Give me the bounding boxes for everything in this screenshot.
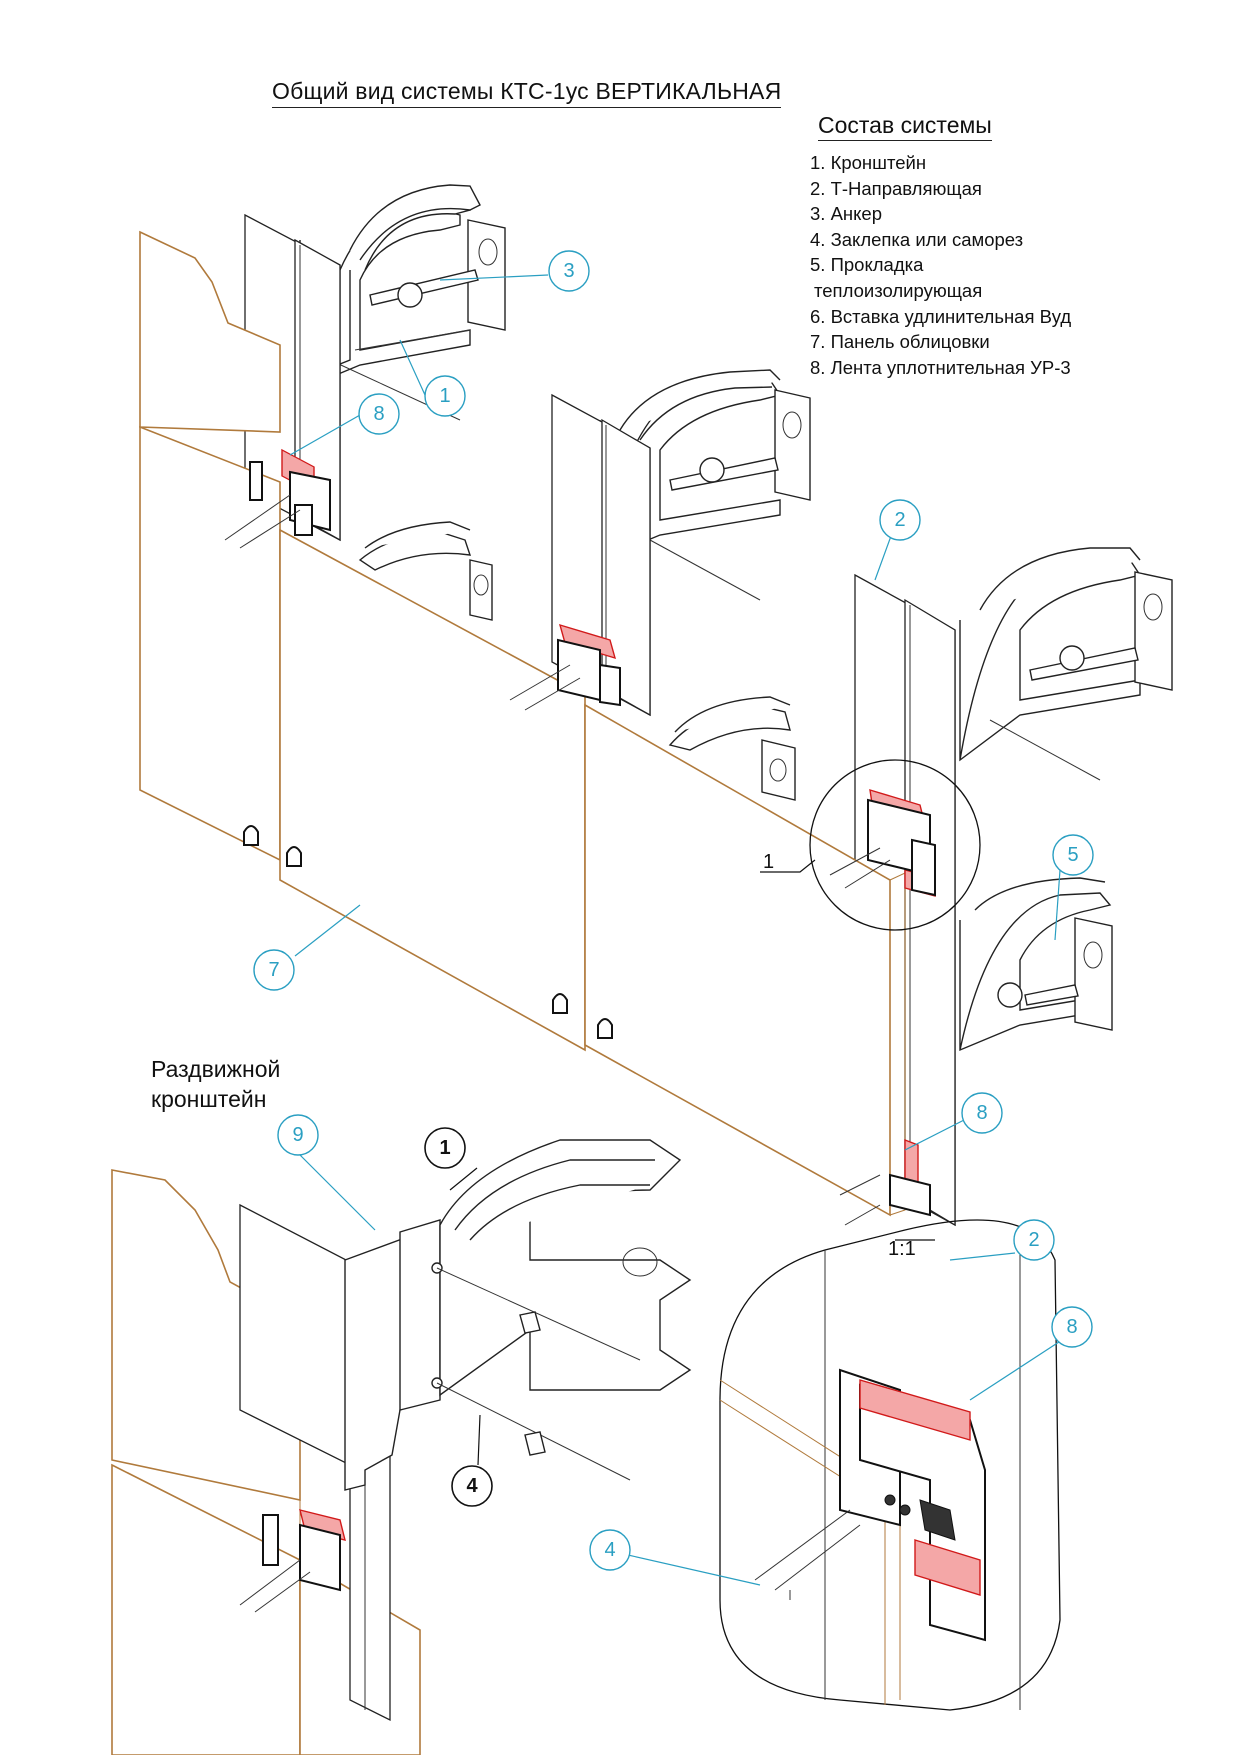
detail-1to1 (719, 1219, 1061, 1711)
callout-4-bold: 4 (451, 1465, 493, 1507)
callout-9: 9 (277, 1114, 319, 1156)
legend-item: 7. Панель облицовки (810, 331, 990, 353)
drawing-title: Общий вид системы КТС-1ус ВЕРТИКАЛЬНАЯ (272, 78, 782, 108)
callout-2: 2 (1013, 1219, 1055, 1261)
sliding-bracket-label-line: Раздвижной (151, 1056, 281, 1082)
bracket-upper-left (299, 184, 506, 421)
legend-item: 8. Лента уплотнительная УР-3 (810, 356, 1071, 378)
sliding-bracket (344, 1139, 692, 1491)
bracket-right-lower (959, 877, 1113, 1052)
callout-8: 8 (358, 393, 400, 435)
callout-4-bold-text: 4 (466, 1475, 478, 1497)
legend-item: теплоизолирующая (814, 279, 983, 301)
legend-item: 2. Т-Направляющая (810, 177, 982, 199)
callout-1-text: 1 (439, 385, 450, 407)
callout-9-text: 9 (292, 1124, 303, 1146)
panel-right (584, 703, 906, 1217)
sliding-bracket-label-line: кронштейн (151, 1086, 267, 1112)
panel-upper-left (139, 230, 281, 433)
callout-2: 2 (879, 499, 921, 541)
detail-scale-label: 1:1 (888, 1238, 916, 1260)
callout-7: 7 (253, 949, 295, 991)
panel-center (279, 528, 586, 1052)
node-left (224, 448, 331, 549)
callout-1: 1 (424, 375, 466, 417)
callout-1-bold-text: 1 (439, 1137, 450, 1159)
lower-node (239, 1509, 346, 1613)
callout-3-text: 3 (563, 260, 574, 282)
callout-1-bold: 1 (424, 1127, 466, 1169)
legend-item: 3. Анкер (810, 203, 883, 225)
bracket-mid-middle (668, 696, 796, 801)
sliding-bracket-label: Раздвижной кронштейн (151, 1054, 280, 1114)
legend-item: 1. Кронштейн (810, 152, 927, 173)
legend-item: 5. Прокладка (810, 254, 924, 276)
node-right-bottom (839, 1138, 931, 1226)
callout-7-text: 7 (268, 959, 279, 981)
callout-8: 8 (1051, 1306, 1093, 1348)
node-middle (509, 623, 621, 711)
callout-3: 3 (548, 250, 590, 292)
callout-8-text: 8 (373, 403, 384, 425)
node-right-detail1 (829, 789, 936, 897)
legend-title: Состав системы (818, 112, 992, 141)
callout-4-text: 4 (604, 1539, 615, 1561)
callout-2-text: 2 (1028, 1229, 1039, 1251)
callout-8: 8 (961, 1092, 1003, 1134)
detail-circle-1 (809, 759, 981, 931)
callout-8-text: 8 (1066, 1316, 1077, 1338)
callout-2-text: 2 (894, 509, 905, 531)
callout-4: 4 (589, 1529, 631, 1571)
legend-item: 4. Заклепка или саморез (810, 228, 1024, 250)
callout-8-text: 8 (976, 1102, 987, 1124)
panel-bottom-clips (243, 825, 613, 1039)
bracket-right-upper (959, 547, 1173, 781)
detail-mark-1: 1 (763, 851, 774, 873)
legend-item: 6. Вставка удлинительная Вуд (810, 305, 1072, 327)
callout-5-text: 5 (1067, 844, 1078, 866)
callout-5: 5 (1052, 834, 1094, 876)
legend-list: 1. Кронштейн 2. Т-Направляющая 3. Анкер … (810, 150, 1071, 380)
bracket-mid-left (358, 521, 493, 621)
